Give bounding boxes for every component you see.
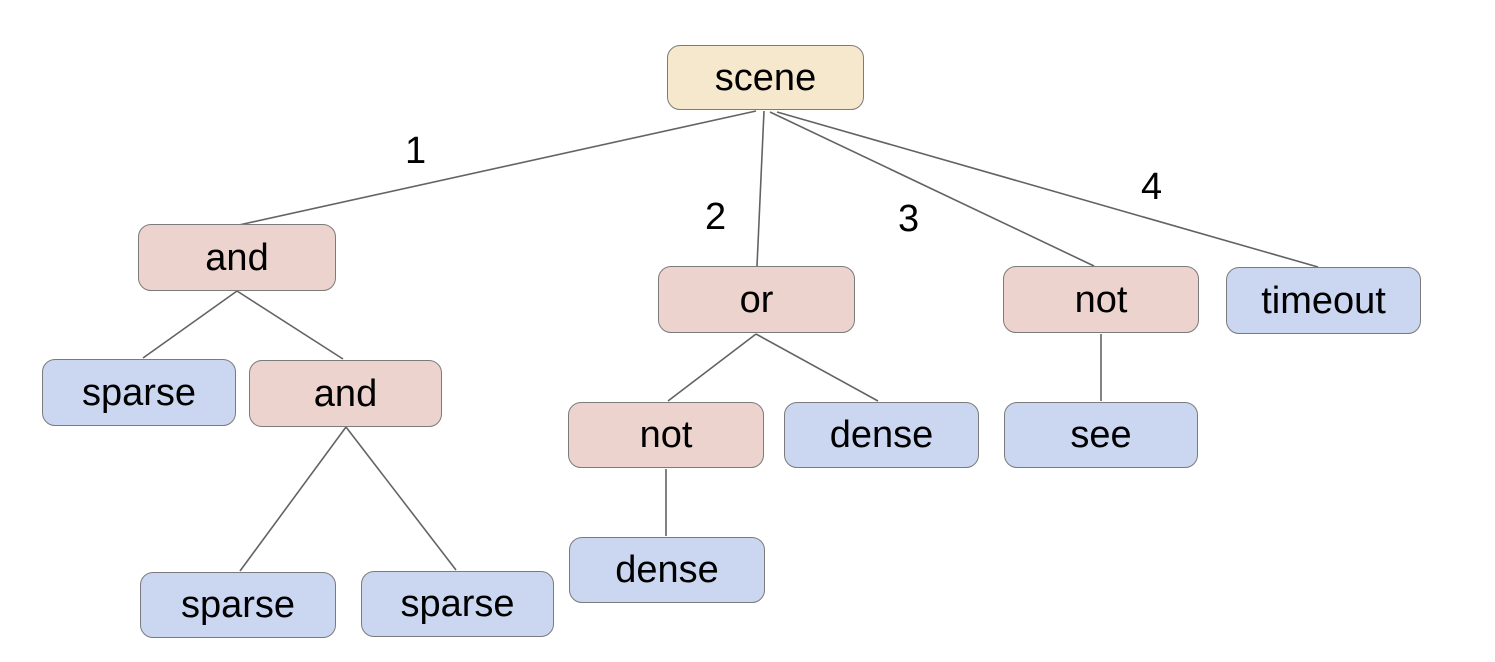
edge-and-and	[236, 290, 344, 360]
edge-scene-timeout	[776, 111, 1319, 268]
node-sparse-1: sparse	[42, 359, 236, 426]
node-dense-1: dense	[784, 402, 979, 468]
node-see: see	[1004, 402, 1198, 468]
edge-label-3: 3	[898, 198, 920, 240]
edge-label-1: 1	[405, 130, 427, 172]
edge-or-dense	[755, 333, 879, 402]
node-not-1: not	[1003, 266, 1199, 333]
node-sparse-2: sparse	[140, 572, 336, 638]
node-scene: scene	[667, 45, 864, 110]
edge-scene-or	[756, 110, 765, 267]
edge-scene-not	[769, 111, 1095, 267]
edge-or-not2	[667, 333, 757, 402]
node-dense-2: dense	[569, 537, 765, 603]
node-timeout: timeout	[1226, 267, 1421, 334]
edge-and-sparse	[142, 290, 238, 359]
edge-and2-sparse2	[239, 426, 347, 572]
edge-label-2: 2	[705, 196, 727, 238]
node-sparse-3: sparse	[361, 571, 554, 637]
node-not-2: not	[568, 402, 764, 468]
edge-scene-and	[238, 110, 757, 226]
edge-label-4: 4	[1141, 166, 1163, 208]
node-or-1: or	[658, 266, 855, 333]
node-and-2: and	[249, 360, 442, 427]
node-and-1: and	[138, 224, 336, 291]
edge-and2-sparse3	[345, 426, 457, 571]
